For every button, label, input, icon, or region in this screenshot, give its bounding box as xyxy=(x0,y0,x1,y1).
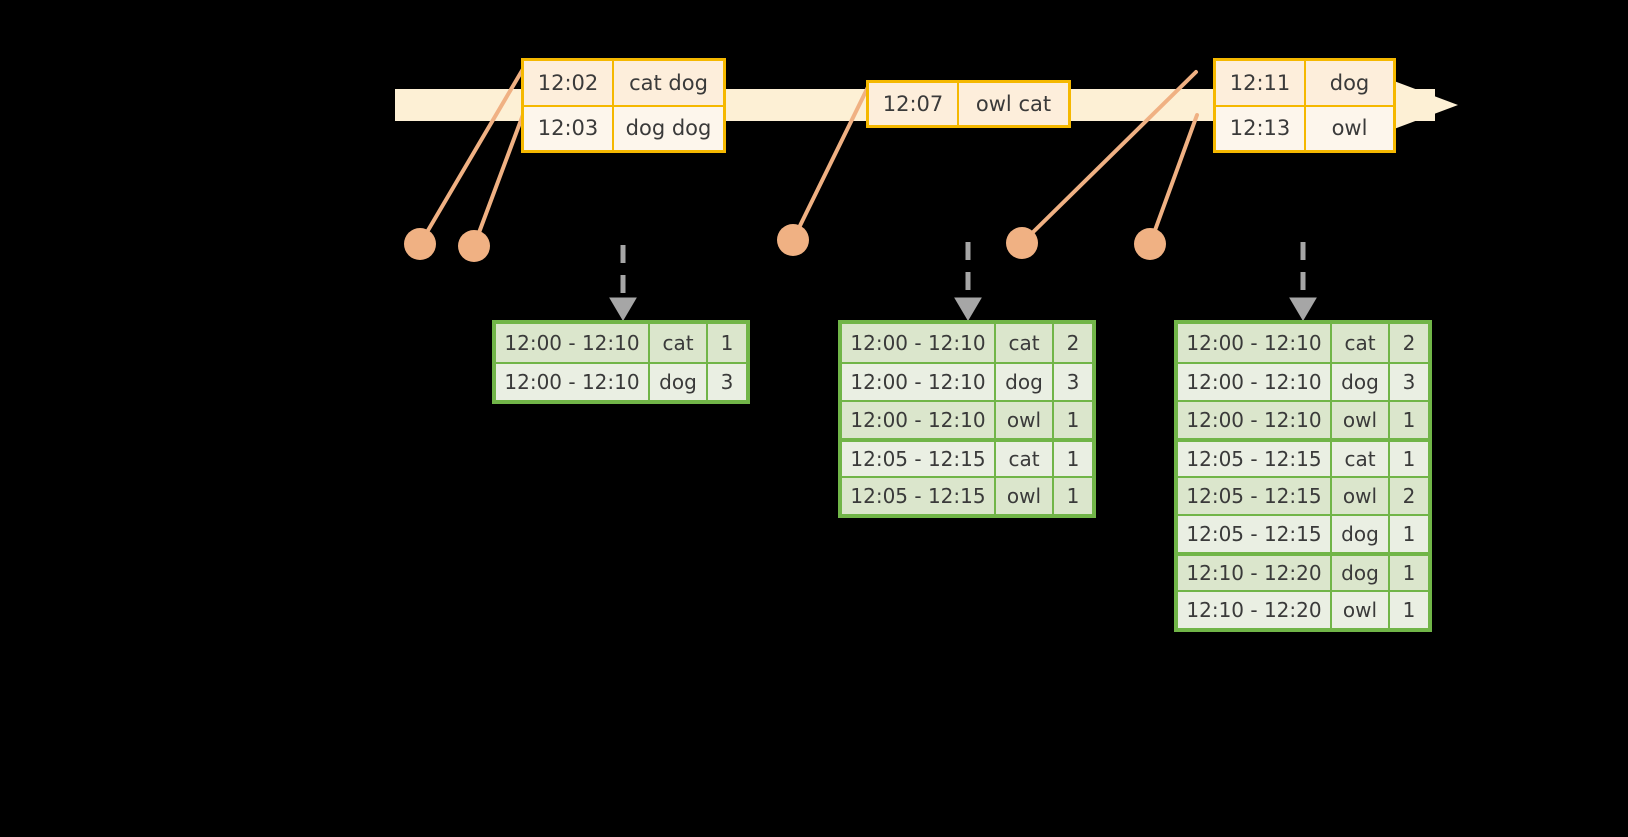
event-value: dog dog xyxy=(625,116,712,141)
count-cell: 2 xyxy=(1402,331,1416,355)
window-cell: 12:05 - 12:15 xyxy=(1178,478,1332,514)
event-time: 12:03 xyxy=(524,106,614,150)
count-cell: 1 xyxy=(1402,408,1416,432)
event-box-2[interactable]: 12:07 owl cat xyxy=(866,80,1071,128)
key-cell: dog xyxy=(996,364,1054,400)
key-cell: owl xyxy=(1332,592,1390,628)
window-cell: 12:00 - 12:10 xyxy=(496,364,650,400)
key-cell: cat xyxy=(996,324,1054,362)
count-cell: 1 xyxy=(1402,522,1416,546)
window-cell: 12:05 - 12:15 xyxy=(842,478,996,514)
key-cell: cat xyxy=(996,442,1054,476)
event-row: 12:02 cat dog xyxy=(524,61,723,107)
event-value: cat dog xyxy=(629,70,708,95)
event-row: 12:07 owl cat xyxy=(869,83,1068,125)
event-time: 12:02 xyxy=(524,61,614,105)
window-cell: 12:10 - 12:20 xyxy=(1178,592,1332,628)
window-cell: 12:00 - 12:10 xyxy=(1178,324,1332,362)
window-cell: 12:05 - 12:15 xyxy=(1178,442,1332,476)
count-cell: 2 xyxy=(1402,484,1416,508)
count-cell: 1 xyxy=(1066,484,1080,508)
count-cell: 1 xyxy=(1066,447,1080,471)
count-cell: 1 xyxy=(720,331,734,355)
window-cell: 12:00 - 12:10 xyxy=(842,402,996,438)
window-cell: 12:10 - 12:20 xyxy=(1178,556,1332,590)
event-box-3[interactable]: 12:11 dog 12:13 owl xyxy=(1213,58,1396,153)
count-cell: 3 xyxy=(1066,370,1080,394)
event-value: dog xyxy=(1329,70,1370,95)
window-cell: 12:00 - 12:10 xyxy=(842,324,996,362)
event-row: 12:13 owl xyxy=(1216,106,1393,150)
key-cell: owl xyxy=(1332,402,1390,438)
key-cell: dog xyxy=(1332,364,1390,400)
key-cell: cat xyxy=(1332,324,1390,362)
connector-dots xyxy=(404,224,1166,262)
connector-dot-3 xyxy=(777,224,809,256)
count-cell: 3 xyxy=(1402,370,1416,394)
connector-dot-1 xyxy=(404,228,436,260)
event-time: 12:11 xyxy=(1216,61,1306,105)
event-value: owl cat xyxy=(975,92,1052,116)
window-cell: 12:05 - 12:15 xyxy=(842,442,996,476)
dashed-arrow-3 xyxy=(1289,242,1317,321)
dashed-arrow-2 xyxy=(954,242,982,321)
key-cell: owl xyxy=(996,402,1054,438)
event-box-1[interactable]: 12:02 cat dog 12:03 dog dog xyxy=(521,58,726,153)
count-cell: 1 xyxy=(1402,598,1416,622)
key-cell: cat xyxy=(1332,442,1390,476)
window-cell: 12:00 - 12:10 xyxy=(842,364,996,400)
event-row: 12:03 dog dog xyxy=(524,106,723,150)
event-time: 12:13 xyxy=(1216,106,1306,150)
key-cell: dog xyxy=(1332,516,1390,552)
count-cell: 2 xyxy=(1066,331,1080,355)
key-cell: dog xyxy=(650,364,708,400)
connector-dot-5 xyxy=(1134,228,1166,260)
key-cell: dog xyxy=(1332,556,1390,590)
event-value: owl xyxy=(1331,116,1368,141)
event-time: 12:07 xyxy=(869,83,959,125)
count-cell: 1 xyxy=(1066,408,1080,432)
dashed-arrow-1 xyxy=(609,245,637,321)
window-cell: 12:00 - 12:10 xyxy=(496,324,650,362)
connector-dot-4 xyxy=(1006,227,1038,259)
window-cell: 12:00 - 12:10 xyxy=(1178,364,1332,400)
count-cell: 3 xyxy=(720,370,734,394)
key-cell: cat xyxy=(650,324,708,362)
window-cell: 12:05 - 12:15 xyxy=(1178,516,1332,552)
count-cell: 1 xyxy=(1402,447,1416,471)
count-cell: 1 xyxy=(1402,561,1416,585)
connector-dot-2 xyxy=(458,230,490,262)
key-cell: owl xyxy=(1332,478,1390,514)
key-cell: owl xyxy=(996,478,1054,514)
event-row: 12:11 dog xyxy=(1216,61,1393,107)
dashed-arrows xyxy=(609,242,1317,321)
window-cell: 12:00 - 12:10 xyxy=(1178,402,1332,438)
